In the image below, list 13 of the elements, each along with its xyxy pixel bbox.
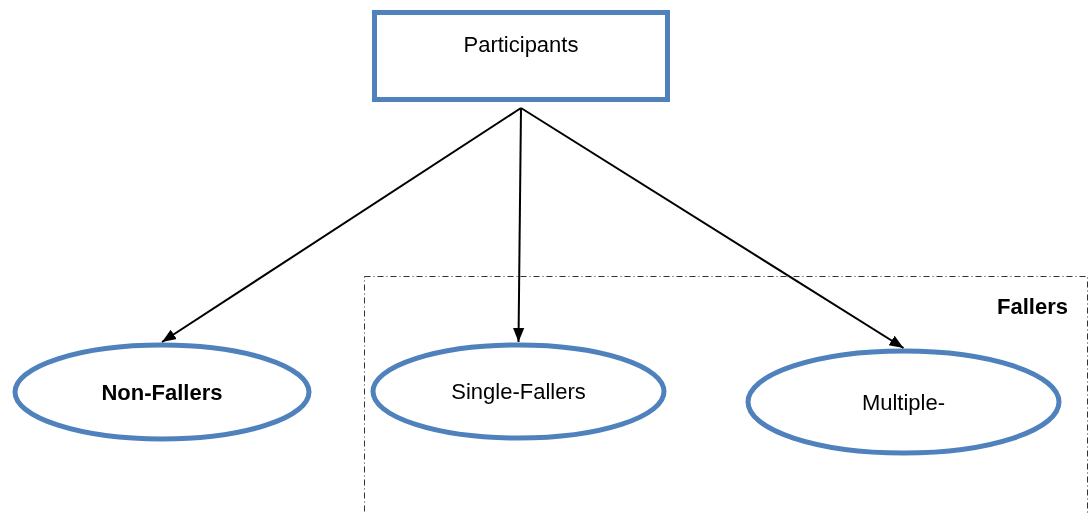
node-label: Fallers (997, 294, 1068, 319)
node-label: Single-Fallers (451, 378, 586, 406)
arrow (520, 107, 905, 349)
arrow (513, 107, 525, 343)
node-label: Multiple- (861, 388, 946, 417)
ellipse-node (370, 342, 667, 441)
ellipse-node (12, 342, 312, 442)
ellipse-node (745, 348, 1062, 456)
group-region (364, 276, 1088, 513)
node-label: Non-Fallers (101, 378, 223, 407)
node-label: Participants (463, 31, 579, 59)
arrow (161, 107, 522, 343)
process-box (372, 10, 670, 102)
